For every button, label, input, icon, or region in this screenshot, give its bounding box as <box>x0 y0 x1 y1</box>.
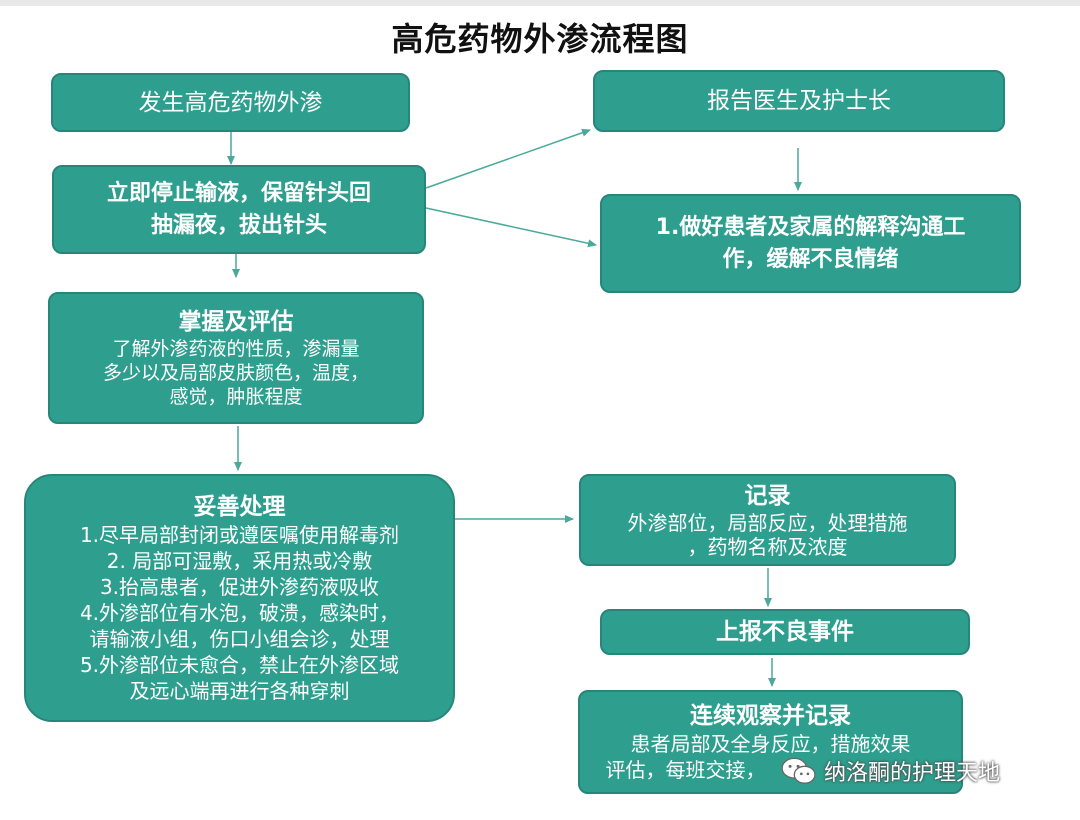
box-stop-line-1: 立即停止输液，保留针头回 <box>106 180 371 206</box>
box-observe: 连续观察并记录 患者局部及全身反应，措施效果 评估，每班交接， <box>578 690 963 794</box>
box-assess-heading: 掌握及评估 <box>178 309 294 335</box>
box-handle-heading: 妥善处理 <box>193 494 286 520</box>
box-record-line: 外渗部位，局部反应，处理措施 <box>627 511 908 535</box>
top-border <box>0 0 1080 6</box>
box-assess-line: 多少以及局部皮肤颜色，温度， <box>102 362 369 384</box>
box-handle: 妥善处理 1.尽早局部封闭或遵医嘱使用解毒剂 2. 局部可湿敷，采用热或冷敷 3… <box>24 474 455 722</box>
box-escalate-label: 上报不良事件 <box>716 619 854 645</box>
box-communicate: 1.做好患者及家属的解释沟通工 作，缓解不良情绪 <box>600 194 1021 293</box>
box-occur: 发生高危药物外渗 <box>51 73 410 132</box>
box-handle-line: 1.尽早局部封闭或遵医嘱使用解毒剂 <box>79 523 400 547</box>
box-record-body: 外渗部位，局部反应，处理措施 ，药物名称及浓度 <box>628 511 908 559</box>
box-record-line: ，药物名称及浓度 <box>687 535 848 559</box>
box-occur-label: 发生高危药物外渗 <box>138 89 323 116</box>
box-communicate-line-2: 作，缓解不良情绪 <box>722 246 899 272</box>
box-stop: 立即停止输液，保留针头回 抽漏夜，拔出针头 <box>52 165 426 254</box>
box-observe-line: 评估，每班交接， <box>605 758 766 782</box>
box-communicate-line-1: 1.做好患者及家属的解释沟通工 <box>655 214 966 240</box>
box-observe-heading: 连续观察并记录 <box>690 703 851 729</box>
box-handle-line: 2. 局部可湿敷，采用热或冷敷 <box>106 549 373 573</box>
box-record: 记录 外渗部位，局部反应，处理措施 ，药物名称及浓度 <box>579 474 956 566</box>
box-observe-line: 患者局部及全身反应，措施效果 <box>630 732 911 756</box>
box-report: 报告医生及护士长 <box>593 70 1005 132</box>
arrow-stop-to-report <box>425 128 591 189</box>
watermark: 纳洛酮的护理天地 <box>780 752 1000 790</box>
box-handle-line: 3.抬高患者，促进外渗药液吸收 <box>99 575 380 599</box>
box-assess: 掌握及评估 了解外渗药液的性质，渗漏量 多少以及局部皮肤颜色，温度， 感觉，肿胀… <box>48 292 424 424</box>
box-handle-line: 及远心端再进行各种穿刺 <box>129 679 350 703</box>
box-assess-body: 了解外渗药液的性质，渗漏量 多少以及局部皮肤颜色，温度， 感觉，肿胀程度 <box>103 337 369 409</box>
box-observe-body: 患者局部及全身反应，措施效果 评估，每班交接， <box>606 731 936 783</box>
box-handle-line: 请输液小组，伤口小组会诊，处理 <box>89 627 390 651</box>
box-assess-line: 感觉，肿胀程度 <box>169 386 303 408</box>
box-escalate: 上报不良事件 <box>600 609 970 655</box>
box-stop-line-2: 抽漏夜，拔出针头 <box>150 212 327 238</box>
box-record-heading: 记录 <box>744 483 791 509</box>
wechat-icon <box>781 757 816 784</box>
box-handle-body: 1.尽早局部封闭或遵医嘱使用解毒剂 2. 局部可湿敷，采用热或冷敷 3.抬高患者… <box>80 522 399 704</box>
watermark-text: 纳洛酮的护理天地 <box>824 761 1001 786</box>
box-handle-line: 4.外渗部位有水泡，破溃，感染时， <box>79 601 400 625</box>
box-report-label: 报告医生及护士长 <box>707 88 891 114</box>
box-assess-line: 了解外渗药液的性质，渗漏量 <box>112 338 360 360</box>
arrow-stop-to-communicate <box>425 207 597 248</box>
box-handle-line: 5.外渗部位未愈合，禁止在外渗区域 <box>79 653 400 677</box>
diagram-title: 高危药物外渗流程图 <box>391 20 689 58</box>
